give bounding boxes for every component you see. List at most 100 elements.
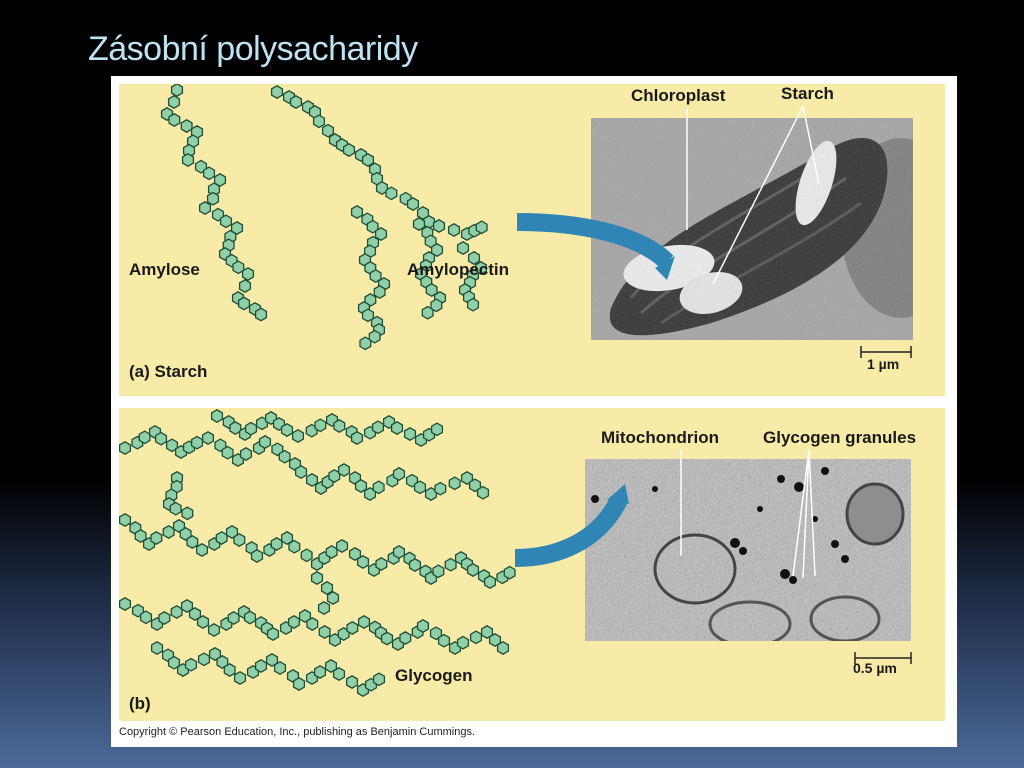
glucose-unit-icon [241,267,255,281]
glucose-unit-icon [406,197,420,211]
glucose-unit-icon [392,467,406,481]
glucose-unit-icon [184,657,198,672]
glucose-unit-icon [475,220,488,235]
glucose-unit-icon [280,531,294,545]
glycogen-label: Glycogen [395,666,473,685]
glucose-unit-icon [468,478,482,493]
glucose-unit-icon [392,545,406,559]
glucose-unit-icon [466,563,480,577]
glucose-unit-icon [372,672,386,687]
glucose-unit-icon [350,205,364,219]
glucose-unit-icon [416,619,430,633]
glucose-unit-icon [227,611,240,625]
glucose-unit-icon [390,421,404,435]
glucose-unit-icon [280,423,294,437]
glucose-unit-icon [467,251,481,265]
glucose-unit-icon [170,84,184,97]
chloroplast-label: Chloroplast [631,86,726,105]
glucose-unit-icon [496,641,510,655]
glucose-unit-icon [350,431,364,445]
copyright-notice: Copyright © Pearson Education, Inc., pub… [119,726,476,738]
glucose-unit-icon [181,506,194,521]
glucose-unit-icon [201,431,215,445]
glucose-unit-icon [345,675,359,689]
glucose-unit-icon [385,186,398,201]
scale-label-a: 1 µm [867,356,900,372]
glucose-unit-icon [317,601,331,615]
caption-a: (a) Starch [129,362,207,382]
glucose-unit-icon [167,95,181,109]
glucose-unit-icon [399,631,412,645]
glucose-unit-icon [223,663,236,677]
glucose-unit-icon [413,480,427,495]
glucose-unit-icon [374,227,388,241]
glucose-unit-icon [429,626,443,641]
glucose-unit-icon [474,261,488,275]
glucose-unit-icon [214,438,227,453]
glucose-unit-icon [300,548,313,563]
glucose-unit-icon [265,653,279,667]
glucose-unit-icon [422,215,436,229]
glucose-unit-icon [158,611,171,625]
glucose-unit-icon [216,655,229,669]
glucose-unit-icon [366,219,379,234]
glucose-unit-icon [278,449,291,464]
glucose-unit-icon [298,609,312,623]
glucose-unit-icon [168,113,181,127]
glucose-unit-icon [239,447,253,461]
glucose-unit-icon [169,501,182,516]
glucose-unit-icon [167,655,181,670]
glucose-unit-icon [335,539,349,553]
glucose-unit-icon [447,223,461,237]
glucose-unit-icon [356,555,370,569]
glucose-unit-icon [250,549,264,563]
glucose-unit-icon [258,435,272,449]
glucose-unit-icon [243,610,257,625]
glucose-unit-icon [444,557,457,572]
glucose-unit-icon [208,647,222,661]
glucose-unit-icon [138,430,151,445]
glycogen-micrograph-image [585,459,911,641]
glucose-unit-icon [375,181,389,195]
glucose-unit-icon [421,305,434,320]
glucose-unit-icon [306,617,319,631]
glucose-unit-icon [207,623,221,637]
glucose-unit-icon [119,441,132,455]
glucose-unit-icon [237,296,251,311]
glucose-unit-icon [368,329,381,344]
glucose-unit-icon [225,525,239,539]
caption-b-letter: (b) [129,694,151,713]
glucose-unit-icon [321,123,335,138]
glucose-unit-icon [434,481,447,496]
glucose-unit-icon [359,336,372,351]
glucose-unit-icon [229,421,242,435]
glucose-unit-icon [292,677,306,691]
mitochondrion-label: Mitochondrion [601,428,720,447]
glucose-unit-icon [202,166,216,181]
glucose-unit-icon [476,485,490,500]
amylose-label: Amylose [129,260,200,279]
glucose-unit-icon [310,571,324,585]
glucose-unit-icon [233,671,247,685]
glucose-unit-icon [190,435,204,450]
glucose-unit-icon [437,633,451,648]
glucose-unit-icon [332,667,346,681]
glucose-unit-icon [119,597,132,611]
panel-starch: Amylose Amylopectin (a) Starch Chloropla… [119,84,945,396]
glucose-unit-icon [480,625,494,639]
starch-chains [160,84,488,351]
glucose-unit-icon [369,269,382,283]
glucose-unit-icon [154,431,168,446]
glucose-unit-icon [337,463,351,477]
glucose-unit-icon [325,545,338,559]
glucose-unit-icon [215,531,228,545]
glucose-unit-icon [460,471,474,485]
glucose-unit-icon [313,665,327,679]
glycogen-chains [119,409,516,697]
glucose-unit-icon [372,480,385,495]
glucose-unit-icon [456,241,470,255]
glucose-unit-icon [448,476,461,491]
glucose-unit-icon [312,114,326,129]
glucose-unit-icon [210,409,224,423]
glucose-unit-icon [364,293,377,307]
